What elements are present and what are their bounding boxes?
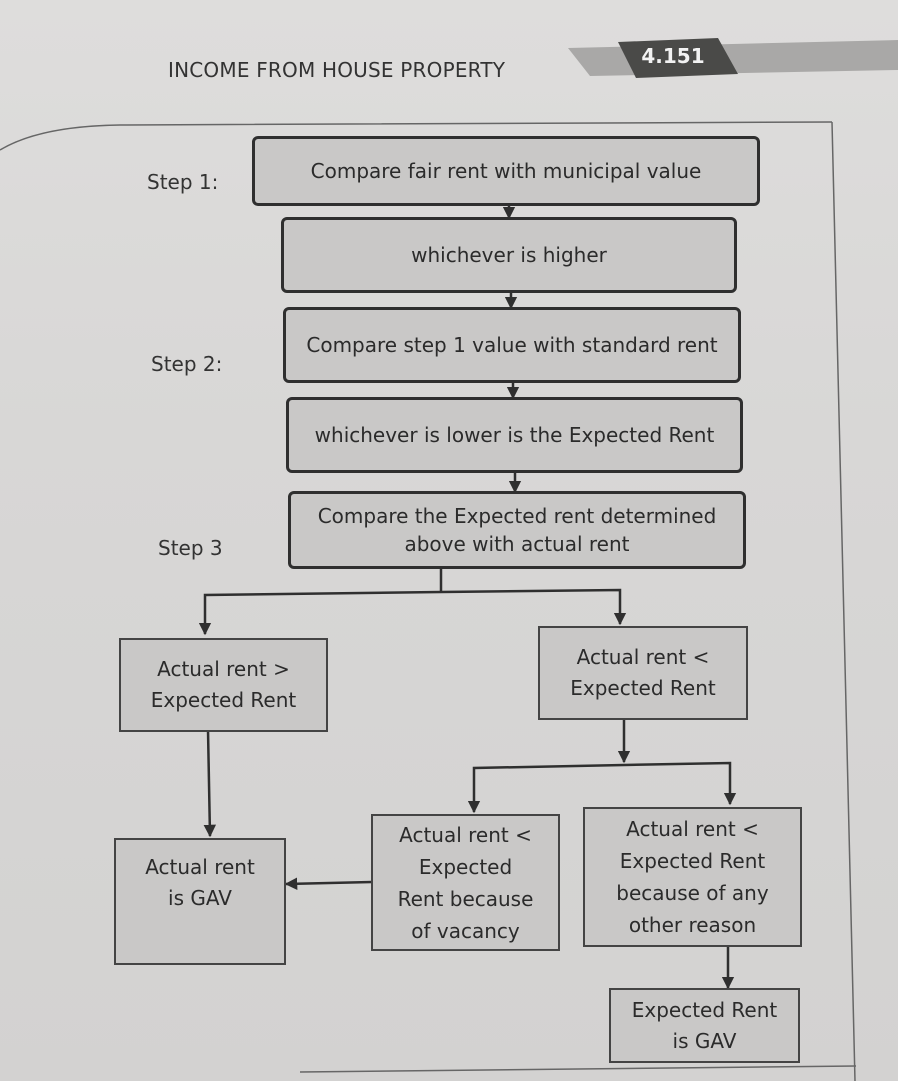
frame-top-border	[0, 121, 833, 151]
chapter-title: INCOME FROM HOUSE PROPERTY	[168, 58, 506, 82]
box-text: whichever is lower is the Expected Rent	[314, 422, 715, 447]
box-actual-less-than-expected: Actual rent < Expected Rent	[538, 626, 748, 720]
arrow-gt-to-actual-gav	[203, 729, 217, 838]
arrow-vacancy-to-actual-gav	[284, 877, 373, 890]
box-actual-greater-than-expected: Actual rent > Expected Rent	[119, 638, 328, 732]
box-text-line-4: of vacancy	[411, 918, 520, 943]
box-text-line-1: Actual rent <	[576, 645, 710, 669]
box-text-line-2: Expected Rent	[619, 849, 766, 873]
connector-split-right	[440, 588, 627, 626]
box-text-line-2: above with actual rent	[404, 532, 630, 556]
box-text-line-1: Compare the Expected rent determined	[317, 504, 717, 528]
box-actual-rent-is-gav: Actual rent is GAV	[114, 838, 286, 965]
box-less-due-to-other-reason: Actual rent < Expected Rent because of a…	[583, 807, 802, 947]
box-text-line-4: other reason	[628, 913, 757, 937]
box-text-line-2: Expected	[418, 854, 513, 879]
box-text-line-2: Expected Rent	[150, 688, 297, 712]
page-number: 4.151	[641, 44, 705, 68]
box-text-line-2: Expected Rent	[570, 676, 716, 700]
step-1-label: Step 1:	[147, 170, 219, 194]
box-text-line-1: Actual rent	[145, 855, 255, 879]
box-text-line-1: Actual rent <	[399, 822, 532, 847]
step-3-label: Step 3	[158, 536, 223, 560]
box-text: Compare fair rent with municipal value	[310, 158, 702, 183]
box-text-line-3: Rent because	[397, 886, 534, 911]
box-text-line-1: Expected Rent	[631, 997, 778, 1022]
box-compare-actual-rent: Compare the Expected rent determined abo…	[288, 491, 746, 569]
box-expected-rent-is-gav: Expected Rent is GAV	[609, 988, 800, 1063]
box-text: Compare step 1 value with standard rent	[306, 332, 718, 357]
step-2-label: Step 2:	[151, 352, 223, 376]
box-compare-standard-rent: Compare step 1 value with standard rent	[283, 307, 741, 383]
frame-right-border	[831, 121, 856, 1081]
frame-bottom-border	[299, 1065, 857, 1073]
box-text-line-1: Actual rent >	[157, 657, 290, 681]
connector-lt-split-right	[623, 761, 737, 806]
box-text-line-2: is GAV	[168, 886, 232, 910]
connector-split-left	[198, 590, 442, 636]
connector-lt-split-left	[467, 763, 625, 814]
box-text-line-3: because of any	[616, 881, 769, 905]
box-whichever-higher: whichever is higher	[281, 217, 737, 293]
box-compare-fair-municipal: Compare fair rent with municipal value	[252, 136, 760, 206]
box-less-due-to-vacancy: Actual rent < Expected Rent because of v…	[371, 814, 560, 951]
band-dark-tab	[618, 38, 738, 78]
box-text-line-1: Actual rent <	[626, 817, 759, 841]
box-whichever-lower: whichever is lower is the Expected Rent	[286, 397, 743, 473]
page-number-band	[568, 38, 898, 78]
box-text-line-2: is GAV	[672, 1028, 737, 1053]
box-text: whichever is higher	[411, 242, 607, 267]
